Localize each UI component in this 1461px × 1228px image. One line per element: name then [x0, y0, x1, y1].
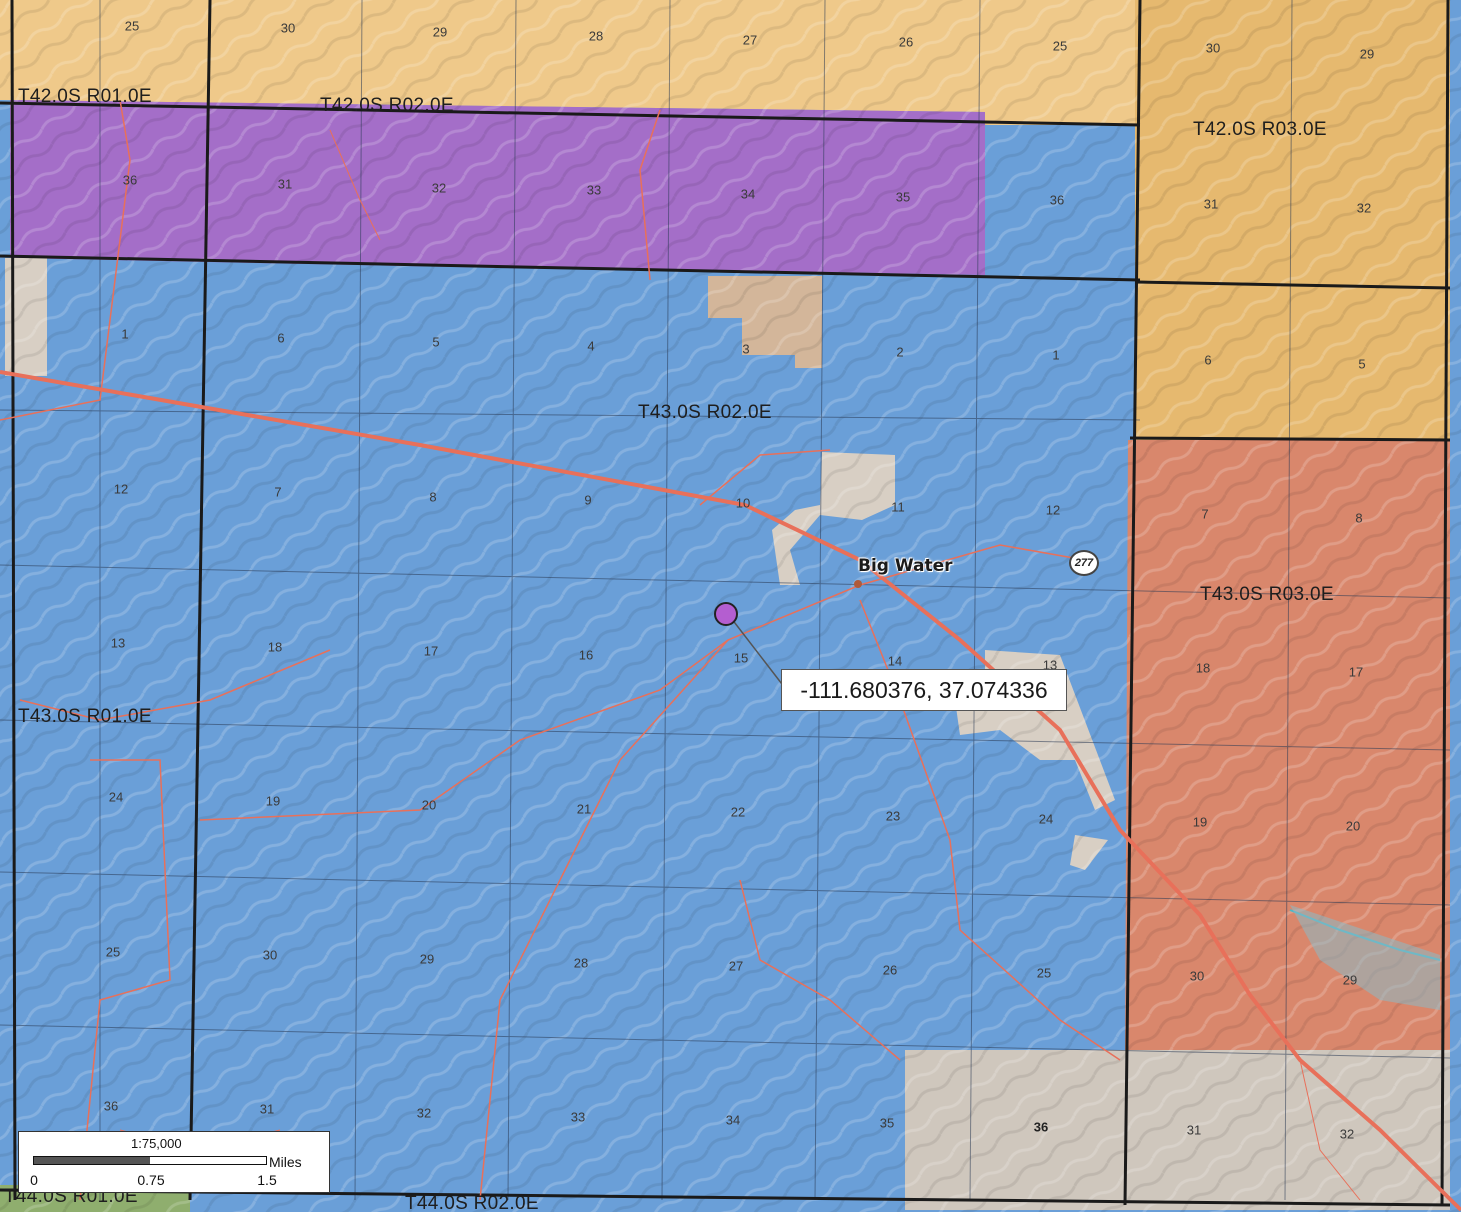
section-number: 13	[1042, 657, 1058, 673]
scale-ratio: 1:75,000	[131, 1136, 182, 1151]
section-number: 28	[573, 955, 589, 971]
section-number: 17	[1348, 664, 1364, 680]
section-number: 25	[1052, 38, 1068, 54]
section-number: 21	[576, 801, 592, 817]
section-number: 30	[280, 20, 296, 36]
section-number: 18	[267, 639, 283, 655]
section-number: 29	[419, 951, 435, 967]
township-label: T42.0S R02.0E	[320, 95, 454, 116]
section-number: 29	[1359, 46, 1375, 62]
section-number: 36	[122, 172, 138, 188]
section-number: 3	[742, 341, 750, 357]
township-label: T42.0S R03.0E	[1193, 119, 1327, 140]
section-number: 19	[265, 793, 281, 809]
section-number: 10	[735, 495, 751, 511]
section-number: 15	[733, 650, 749, 666]
section-number: 26	[898, 34, 914, 50]
section-number: 34	[740, 186, 756, 202]
section-number: 27	[742, 32, 758, 48]
section-number: 2	[896, 344, 904, 360]
section-number: 12	[1045, 502, 1061, 518]
section-number: 19	[1192, 814, 1208, 830]
coordinate-callout: -111.680376, 37.074336	[781, 669, 1067, 711]
section-number: 6	[277, 330, 285, 346]
section-number: 34	[725, 1112, 741, 1128]
section-number: 12	[113, 481, 129, 497]
section-number: 6	[1204, 352, 1212, 368]
section-number: 16	[578, 647, 594, 663]
section-number: 4	[587, 338, 595, 354]
section-number: 27	[728, 958, 744, 974]
township-label: T43.0S R01.0E	[18, 706, 152, 727]
section-number: 14	[887, 653, 903, 669]
township-label: T43.0S R02.0E	[638, 402, 772, 423]
section-number: 8	[1355, 510, 1363, 526]
section-number: 24	[1038, 811, 1054, 827]
section-number: 1	[121, 326, 129, 342]
section-number: 28	[588, 28, 604, 44]
section-number: 29	[1342, 972, 1358, 988]
section-number: 36	[1033, 1119, 1049, 1135]
section-number: 32	[431, 180, 447, 196]
section-number: 31	[277, 176, 293, 192]
scale-bar-graphic	[33, 1156, 267, 1165]
section-number: 33	[570, 1109, 586, 1125]
section-number: 1	[1052, 347, 1060, 363]
section-number: 24	[108, 789, 124, 805]
section-number: 13	[110, 635, 126, 651]
route-shield-icon: 277	[1069, 550, 1099, 576]
section-number: 32	[416, 1105, 432, 1121]
section-number: 11	[891, 499, 905, 515]
section-number: 20	[1345, 818, 1361, 834]
section-number: 9	[584, 492, 592, 508]
scale-tick: 0.75	[137, 1172, 165, 1188]
scale-units: Miles	[269, 1154, 302, 1170]
section-number: 17	[423, 643, 439, 659]
scale-bar: 1:75,000 Miles 0 0.75 1.5	[18, 1131, 330, 1193]
scale-tick: 1.5	[257, 1172, 277, 1188]
town-dot	[854, 580, 862, 588]
section-number: 31	[1203, 196, 1219, 212]
section-number: 7	[1201, 506, 1209, 522]
section-number: 29	[432, 24, 448, 40]
scale-bar-segment	[34, 1157, 150, 1164]
water-area	[1290, 905, 1440, 1010]
section-number: 22	[730, 804, 746, 820]
section-number: 25	[124, 18, 140, 34]
section-number: 31	[1186, 1122, 1202, 1138]
township-label: T42.0S R01.0E	[18, 86, 152, 107]
township-label: T44.0S R02.0E	[405, 1193, 539, 1214]
callout-leader	[727, 613, 786, 689]
scale-tick: 0	[30, 1172, 38, 1188]
section-number: 20	[421, 797, 437, 813]
section-number: 26	[882, 962, 898, 978]
section-number: 8	[429, 489, 437, 505]
location-marker	[714, 602, 738, 626]
section-number: 31	[259, 1101, 275, 1117]
section-number: 36	[1049, 192, 1065, 208]
section-number: 5	[1358, 356, 1366, 372]
section-number: 25	[105, 944, 121, 960]
section-number: 32	[1339, 1126, 1355, 1142]
township-label: T43.0S R03.0E	[1200, 584, 1334, 605]
town-label-big-water: Big Water	[858, 556, 953, 576]
section-number: 30	[1189, 968, 1205, 984]
section-number: 7	[274, 484, 282, 500]
section-number: 18	[1195, 660, 1211, 676]
section-number: 32	[1356, 200, 1372, 216]
section-number: 23	[885, 808, 901, 824]
section-number: 25	[1036, 965, 1052, 981]
section-number: 30	[262, 947, 278, 963]
section-number: 33	[586, 182, 602, 198]
section-number: 5	[432, 334, 440, 350]
section-number: 36	[103, 1098, 119, 1114]
section-number: 35	[895, 189, 911, 205]
section-number: 30	[1205, 40, 1221, 56]
section-number: 35	[879, 1115, 895, 1131]
section-grid	[0, 0, 1451, 1201]
